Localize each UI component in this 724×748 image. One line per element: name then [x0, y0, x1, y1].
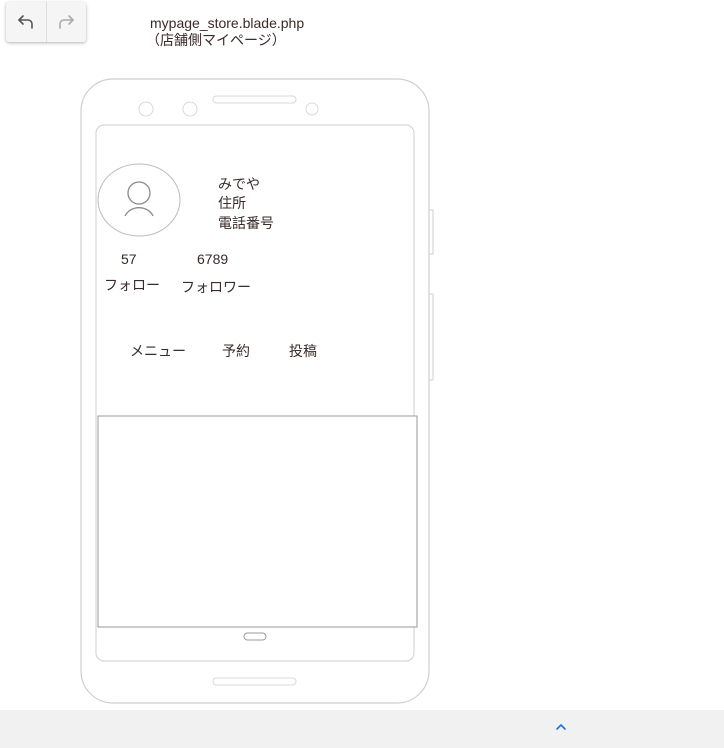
bottom-speaker [212, 677, 297, 686]
front-camera [182, 101, 198, 117]
undo-icon [17, 15, 33, 29]
redo-button[interactable] [45, 2, 87, 42]
home-button [243, 632, 267, 641]
proximity-sensor [305, 102, 319, 116]
follower-count: 6789 [197, 251, 229, 267]
chevron-up-icon [556, 724, 566, 730]
content-area [97, 415, 418, 628]
file-subtitle: （店舗側マイページ） [146, 32, 286, 48]
side-button-top [428, 209, 434, 255]
side-button-bottom [428, 293, 434, 381]
tab-posts[interactable]: 投稿 [289, 343, 317, 359]
redo-icon [59, 15, 75, 29]
phone-label: 電話番号 [218, 215, 274, 231]
tab-reservation[interactable]: 予約 [222, 343, 250, 359]
follower-label[interactable]: フォロワー [181, 279, 251, 295]
undo-redo-toolbar [6, 2, 86, 42]
collapse-button[interactable] [552, 718, 570, 736]
earpiece-speaker [212, 95, 297, 104]
phone-screen [95, 124, 415, 662]
store-name: みでや [218, 176, 260, 192]
phone-frame [80, 78, 430, 704]
follow-count: 57 [121, 251, 137, 267]
tab-menu[interactable]: メニュー [130, 343, 186, 359]
front-sensor-left [138, 101, 154, 117]
bottom-bar [0, 710, 724, 748]
file-title: mypage_store.blade.php [150, 15, 305, 31]
follow-label[interactable]: フォロー [104, 277, 160, 293]
avatar-icon [124, 181, 154, 217]
avatar-frame [97, 163, 181, 237]
address-label: 住所 [218, 195, 246, 211]
undo-button[interactable] [6, 2, 46, 42]
